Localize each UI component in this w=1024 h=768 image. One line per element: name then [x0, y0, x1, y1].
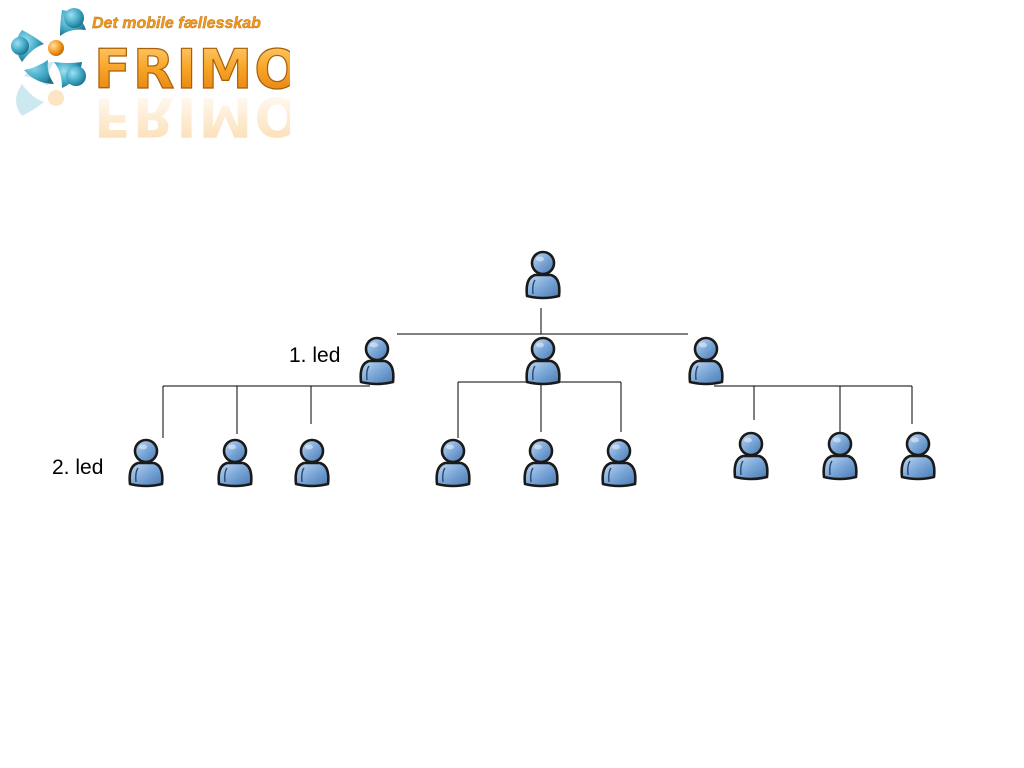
root-person-icon — [525, 250, 561, 300]
level-2-person-icon — [822, 431, 858, 481]
level-1-label: 1. led — [289, 344, 341, 367]
logo-brand-reflection: FRIMO — [94, 85, 290, 145]
level-2-person-icon — [601, 438, 637, 488]
level-1-person-icon — [525, 336, 561, 386]
logo-brand: FRIMO — [94, 38, 290, 101]
level-2-person-icon — [523, 438, 559, 488]
level-2-label: 2. led — [52, 456, 104, 479]
level-2-person-icon — [294, 438, 330, 488]
level-1-person-icon — [688, 336, 724, 386]
level-2-person-icon — [733, 431, 769, 481]
level-2-person-icon — [128, 438, 164, 488]
level-2-person-icon — [900, 431, 936, 481]
frimo-logo: Det mobile fællesskab FRIMO FRIMO — [11, 8, 290, 145]
level-2-person-icon — [435, 438, 471, 488]
level-1-person-icon — [359, 336, 395, 386]
level-2-person-icon — [217, 438, 253, 488]
logo-tagline: Det mobile fællesskab — [92, 15, 261, 32]
logo-emblem — [11, 8, 86, 116]
